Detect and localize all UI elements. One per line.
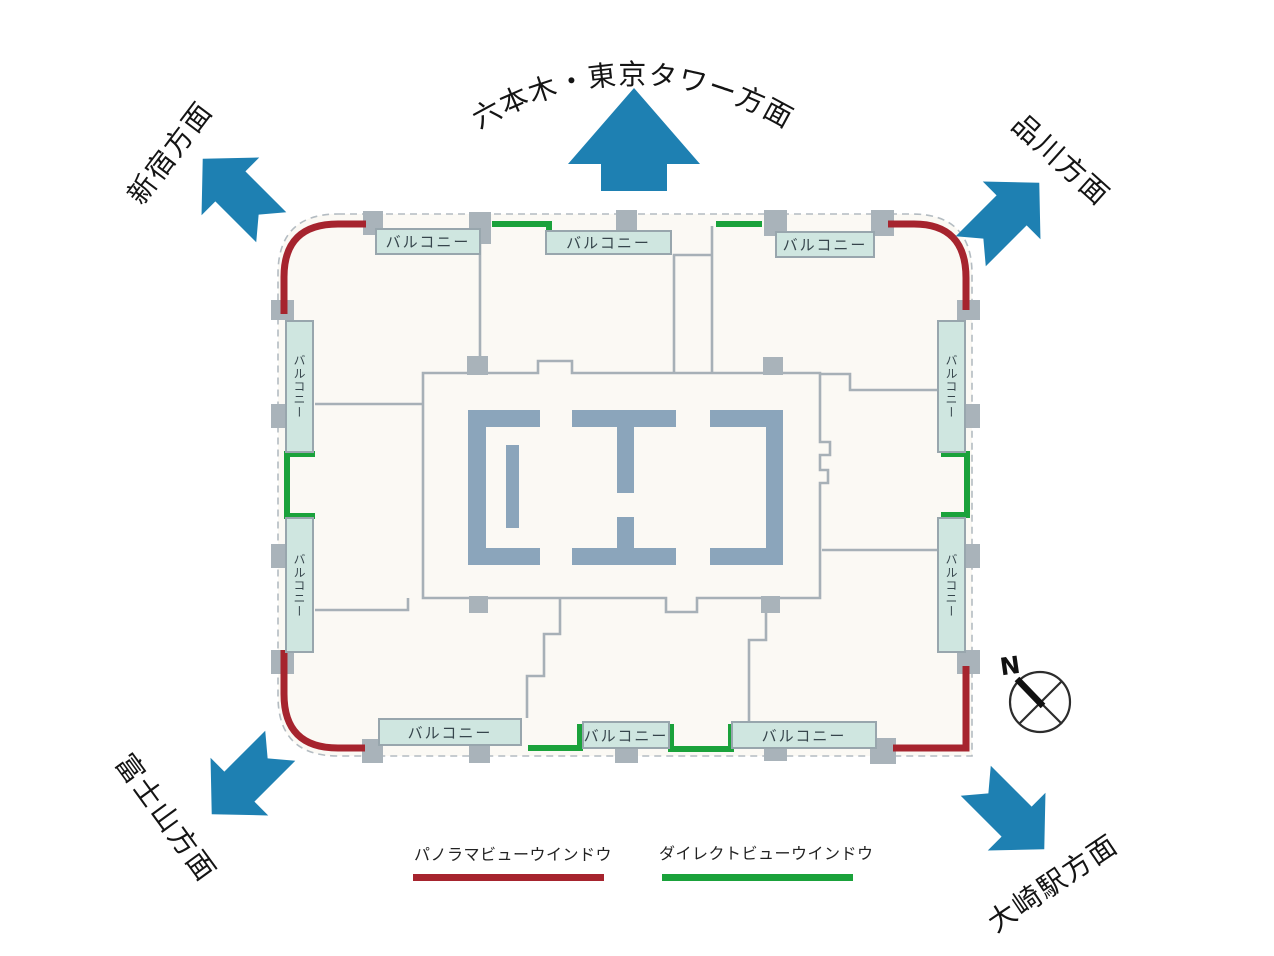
core-wall-left-bracket [468, 410, 540, 565]
arrow-north [568, 88, 700, 191]
panorama-window-top-left [280, 220, 366, 314]
balcony-label: バルコニー [944, 354, 958, 419]
compass-north-label: N [998, 650, 1022, 682]
wall [672, 253, 712, 373]
wall [820, 372, 937, 392]
panorama-window-top-right [888, 220, 970, 310]
balcony-bottom-2: バルコニー [582, 721, 670, 749]
direct-window-right [941, 451, 970, 518]
core-wall-bar [506, 445, 519, 528]
column [764, 210, 787, 236]
column [362, 739, 383, 763]
interior-walls [315, 226, 937, 721]
balcony-label: バルコニー [292, 354, 306, 419]
balcony-label: バルコニー [407, 723, 493, 742]
balcony-label: バルコニー [761, 726, 847, 745]
panorama-view-windows [280, 220, 970, 752]
balcony-right-1: バルコニー [937, 320, 966, 453]
core-wall-right-bracket [710, 410, 783, 565]
arrow-north-east [955, 181, 1041, 267]
balcony-label: バルコニー [566, 234, 651, 252]
balcony-label: バルコニー [782, 236, 868, 254]
balcony-top-3: バルコニー [775, 231, 875, 258]
balcony-label: バルコニー [385, 233, 471, 251]
column [871, 210, 894, 236]
core-walls [468, 410, 783, 565]
direct-window-bottom-1 [528, 724, 583, 751]
balcony-left-2: バルコニー [285, 517, 314, 653]
core-wall [572, 410, 676, 427]
legend-panorama-label: パノラマビューウインドウ [414, 845, 613, 864]
legend-direct-swatch [662, 874, 853, 881]
column [763, 357, 783, 375]
column [616, 210, 637, 234]
balcony-top-1: バルコニー [375, 228, 481, 255]
arrow-north-west [201, 157, 287, 243]
column [469, 596, 488, 613]
balcony-bottom-1: バルコニー [378, 718, 522, 746]
core-wall [617, 517, 634, 548]
panorama-window-bottom-right [893, 666, 970, 752]
legend-direct-label: ダイレクトビューウインドウ [659, 844, 874, 863]
compass-north-needle [1014, 676, 1046, 709]
core-wall [617, 427, 634, 493]
arrow-south-east [960, 765, 1046, 851]
balcony-left-1: バルコニー [285, 320, 314, 453]
column [761, 596, 780, 613]
balcony-top-2: バルコニー [545, 230, 672, 255]
core-outline [421, 359, 832, 614]
balcony-label: バルコニー [944, 552, 958, 618]
balcony-label: バルコニー [292, 552, 306, 618]
wall [525, 598, 562, 718]
panorama-window-bottom-left [280, 650, 365, 752]
core-wall [572, 548, 676, 565]
direct-window-left [284, 451, 315, 519]
compass [1008, 670, 1072, 734]
balcony-bottom-3: バルコニー [731, 721, 877, 749]
balcony-label: バルコニー [583, 726, 669, 745]
column [467, 356, 488, 375]
compass-ring [1008, 670, 1072, 734]
wall [315, 598, 410, 612]
legend-panorama-swatch [413, 874, 604, 881]
arrow-south-west [210, 730, 296, 816]
direction-arrows [201, 88, 1046, 851]
wall [747, 613, 768, 721]
balcony-right-2: バルコニー [937, 517, 966, 653]
